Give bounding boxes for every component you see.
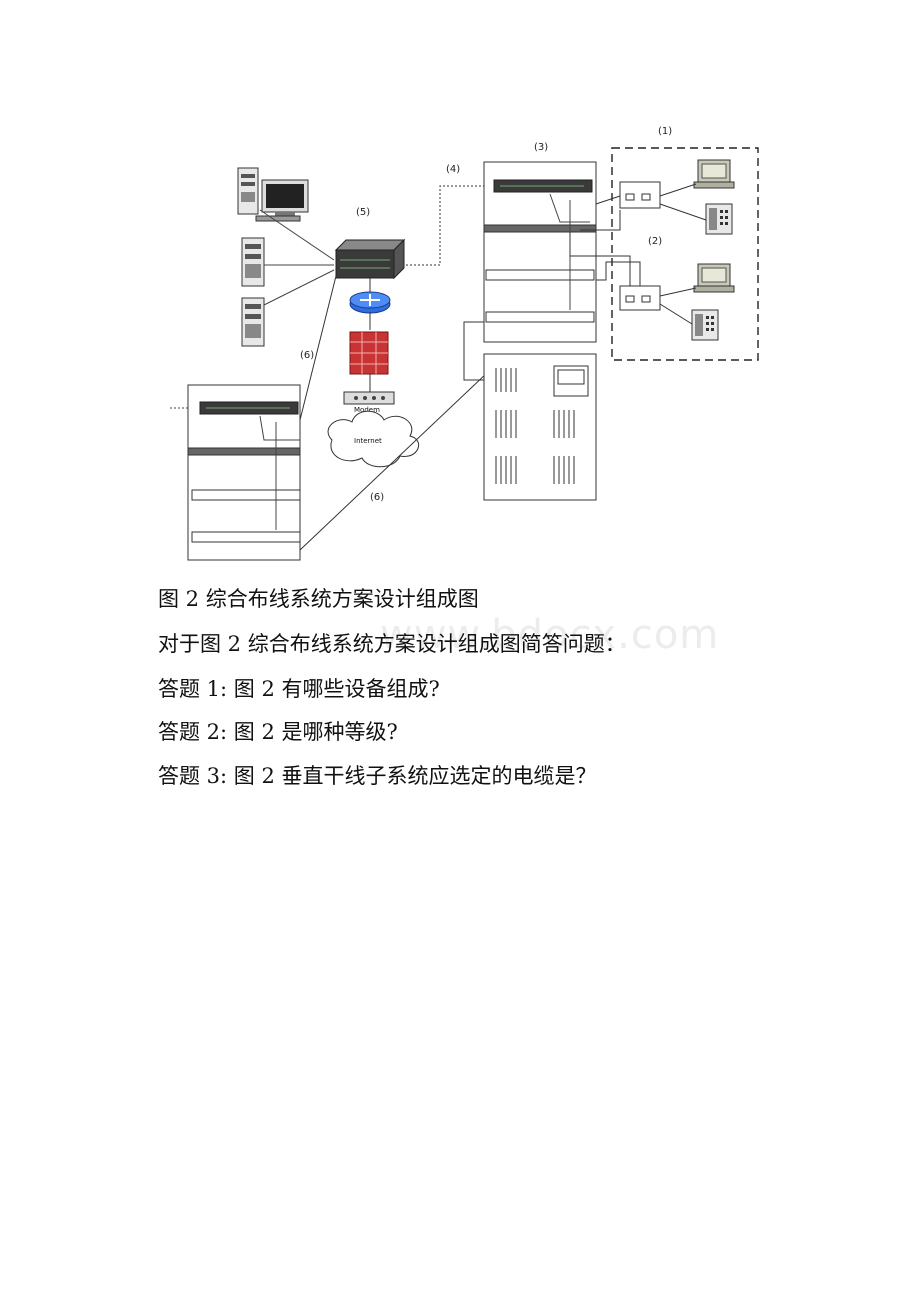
core-switch-icon — [334, 238, 406, 280]
question-1: 答题 1: 图 2 有哪些设备组成? — [158, 677, 440, 701]
marker-6-left: (6) — [300, 350, 314, 361]
keyboard-icon — [255, 215, 301, 222]
cabling-system-diagram: (5) (4) Modem Internet — [170, 126, 759, 561]
work-area-box — [611, 147, 759, 361]
marker-2: (2) — [648, 236, 662, 247]
marker-5: (5) — [356, 207, 370, 218]
server-tower-icon — [237, 167, 259, 215]
server-tower-icon — [241, 237, 265, 287]
info-outlet-icon — [619, 181, 661, 209]
telephone-icon — [691, 309, 719, 341]
modem-icon — [343, 391, 395, 405]
figure-caption: 图 2 综合布线系统方案设计组成图 — [158, 587, 479, 611]
router-icon — [349, 278, 391, 314]
internet-label: Internet — [354, 437, 382, 445]
internet-cloud-icon — [327, 410, 420, 468]
server-tower-icon — [241, 297, 265, 347]
question-3: 答题 3: 图 2 垂直干线子系统应选定的电缆是？ — [158, 764, 597, 788]
marker-3: (3) — [534, 142, 548, 153]
monitor-icon — [261, 179, 309, 216]
intro-text: 对于图 2 综合布线系统方案设计组成图简答问题： — [158, 632, 626, 656]
info-outlet-icon — [619, 285, 661, 311]
modem-label: Modem — [354, 406, 380, 414]
building-distribution-rack — [483, 161, 597, 343]
telephone-icon — [705, 203, 733, 235]
marker-6-bottom: (6) — [370, 492, 384, 503]
marker-4: (4) — [446, 164, 460, 175]
marker-1: (1) — [658, 126, 672, 137]
equipment-cabinet — [483, 353, 597, 501]
question-2: 答题 2: 图 2 是哪种等级? — [158, 720, 398, 744]
firewall-icon — [349, 331, 389, 375]
terminal-computer-icon — [693, 263, 735, 293]
floor-distribution-rack — [187, 384, 301, 561]
watermark: www.bdocx.com — [380, 612, 720, 658]
terminal-computer-icon — [693, 159, 735, 189]
